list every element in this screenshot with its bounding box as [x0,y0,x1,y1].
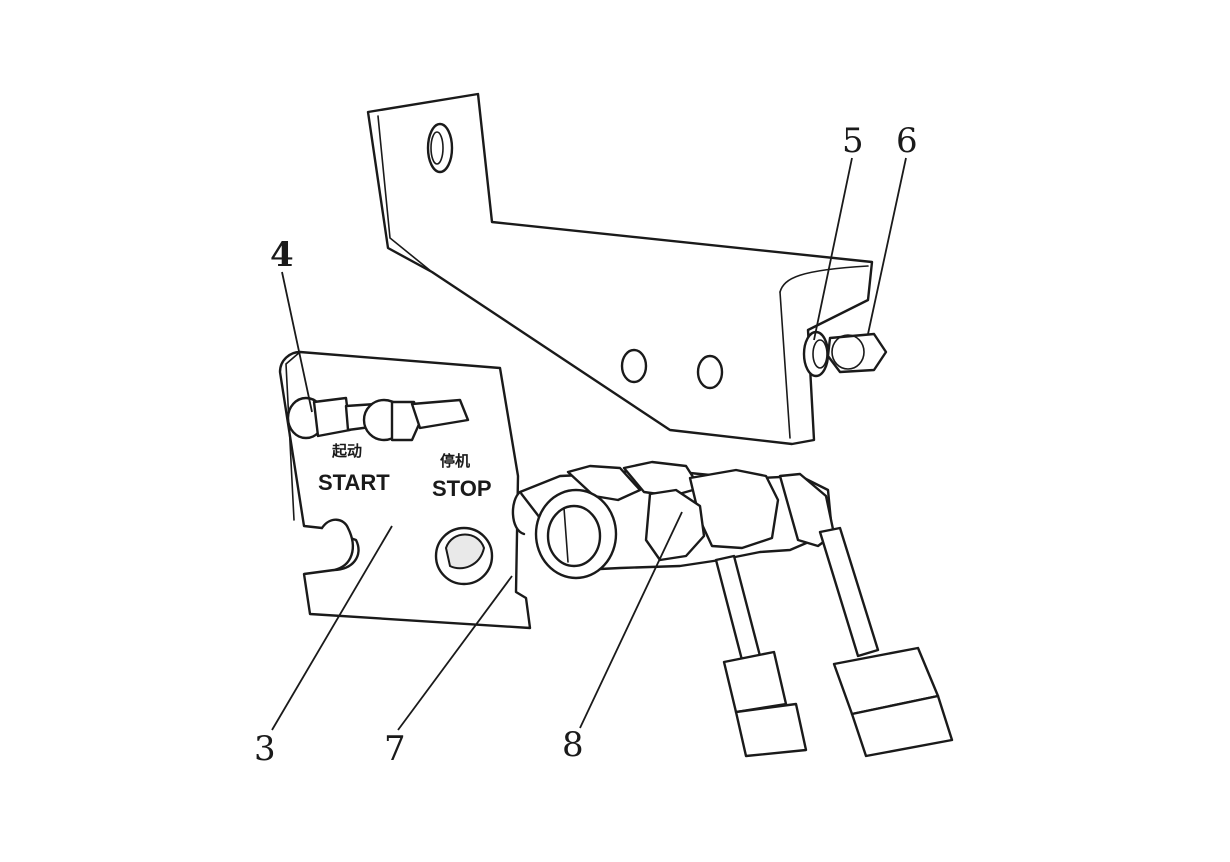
callout-5: 5 [842,121,864,161]
wire-right [818,526,954,758]
bolt-part-4 [286,396,380,440]
leader-7 [397,575,513,731]
wire-left [714,554,808,758]
stop-label-cn: 停机 [440,452,470,470]
washer-part-5 [802,330,830,378]
callout-6: 6 [896,121,918,161]
start-label-cn: 起动 [331,442,362,460]
leader-3 [271,525,393,731]
callout-8: 8 [562,725,584,765]
leader-6 [867,157,907,335]
leader-4 [281,271,313,413]
leader-8 [579,511,683,729]
callout-3: 3 [254,729,276,769]
leader-5 [813,157,853,341]
stop-label: STOP [432,476,492,501]
switch-body-part-7 [511,460,836,580]
start-label: START [318,470,390,495]
callout-4: 4 [270,235,294,275]
callout-7: 7 [384,729,406,769]
hex-nut-part-6 [826,332,888,374]
bolt-head-right [362,398,470,442]
mounting-bracket [366,92,874,446]
